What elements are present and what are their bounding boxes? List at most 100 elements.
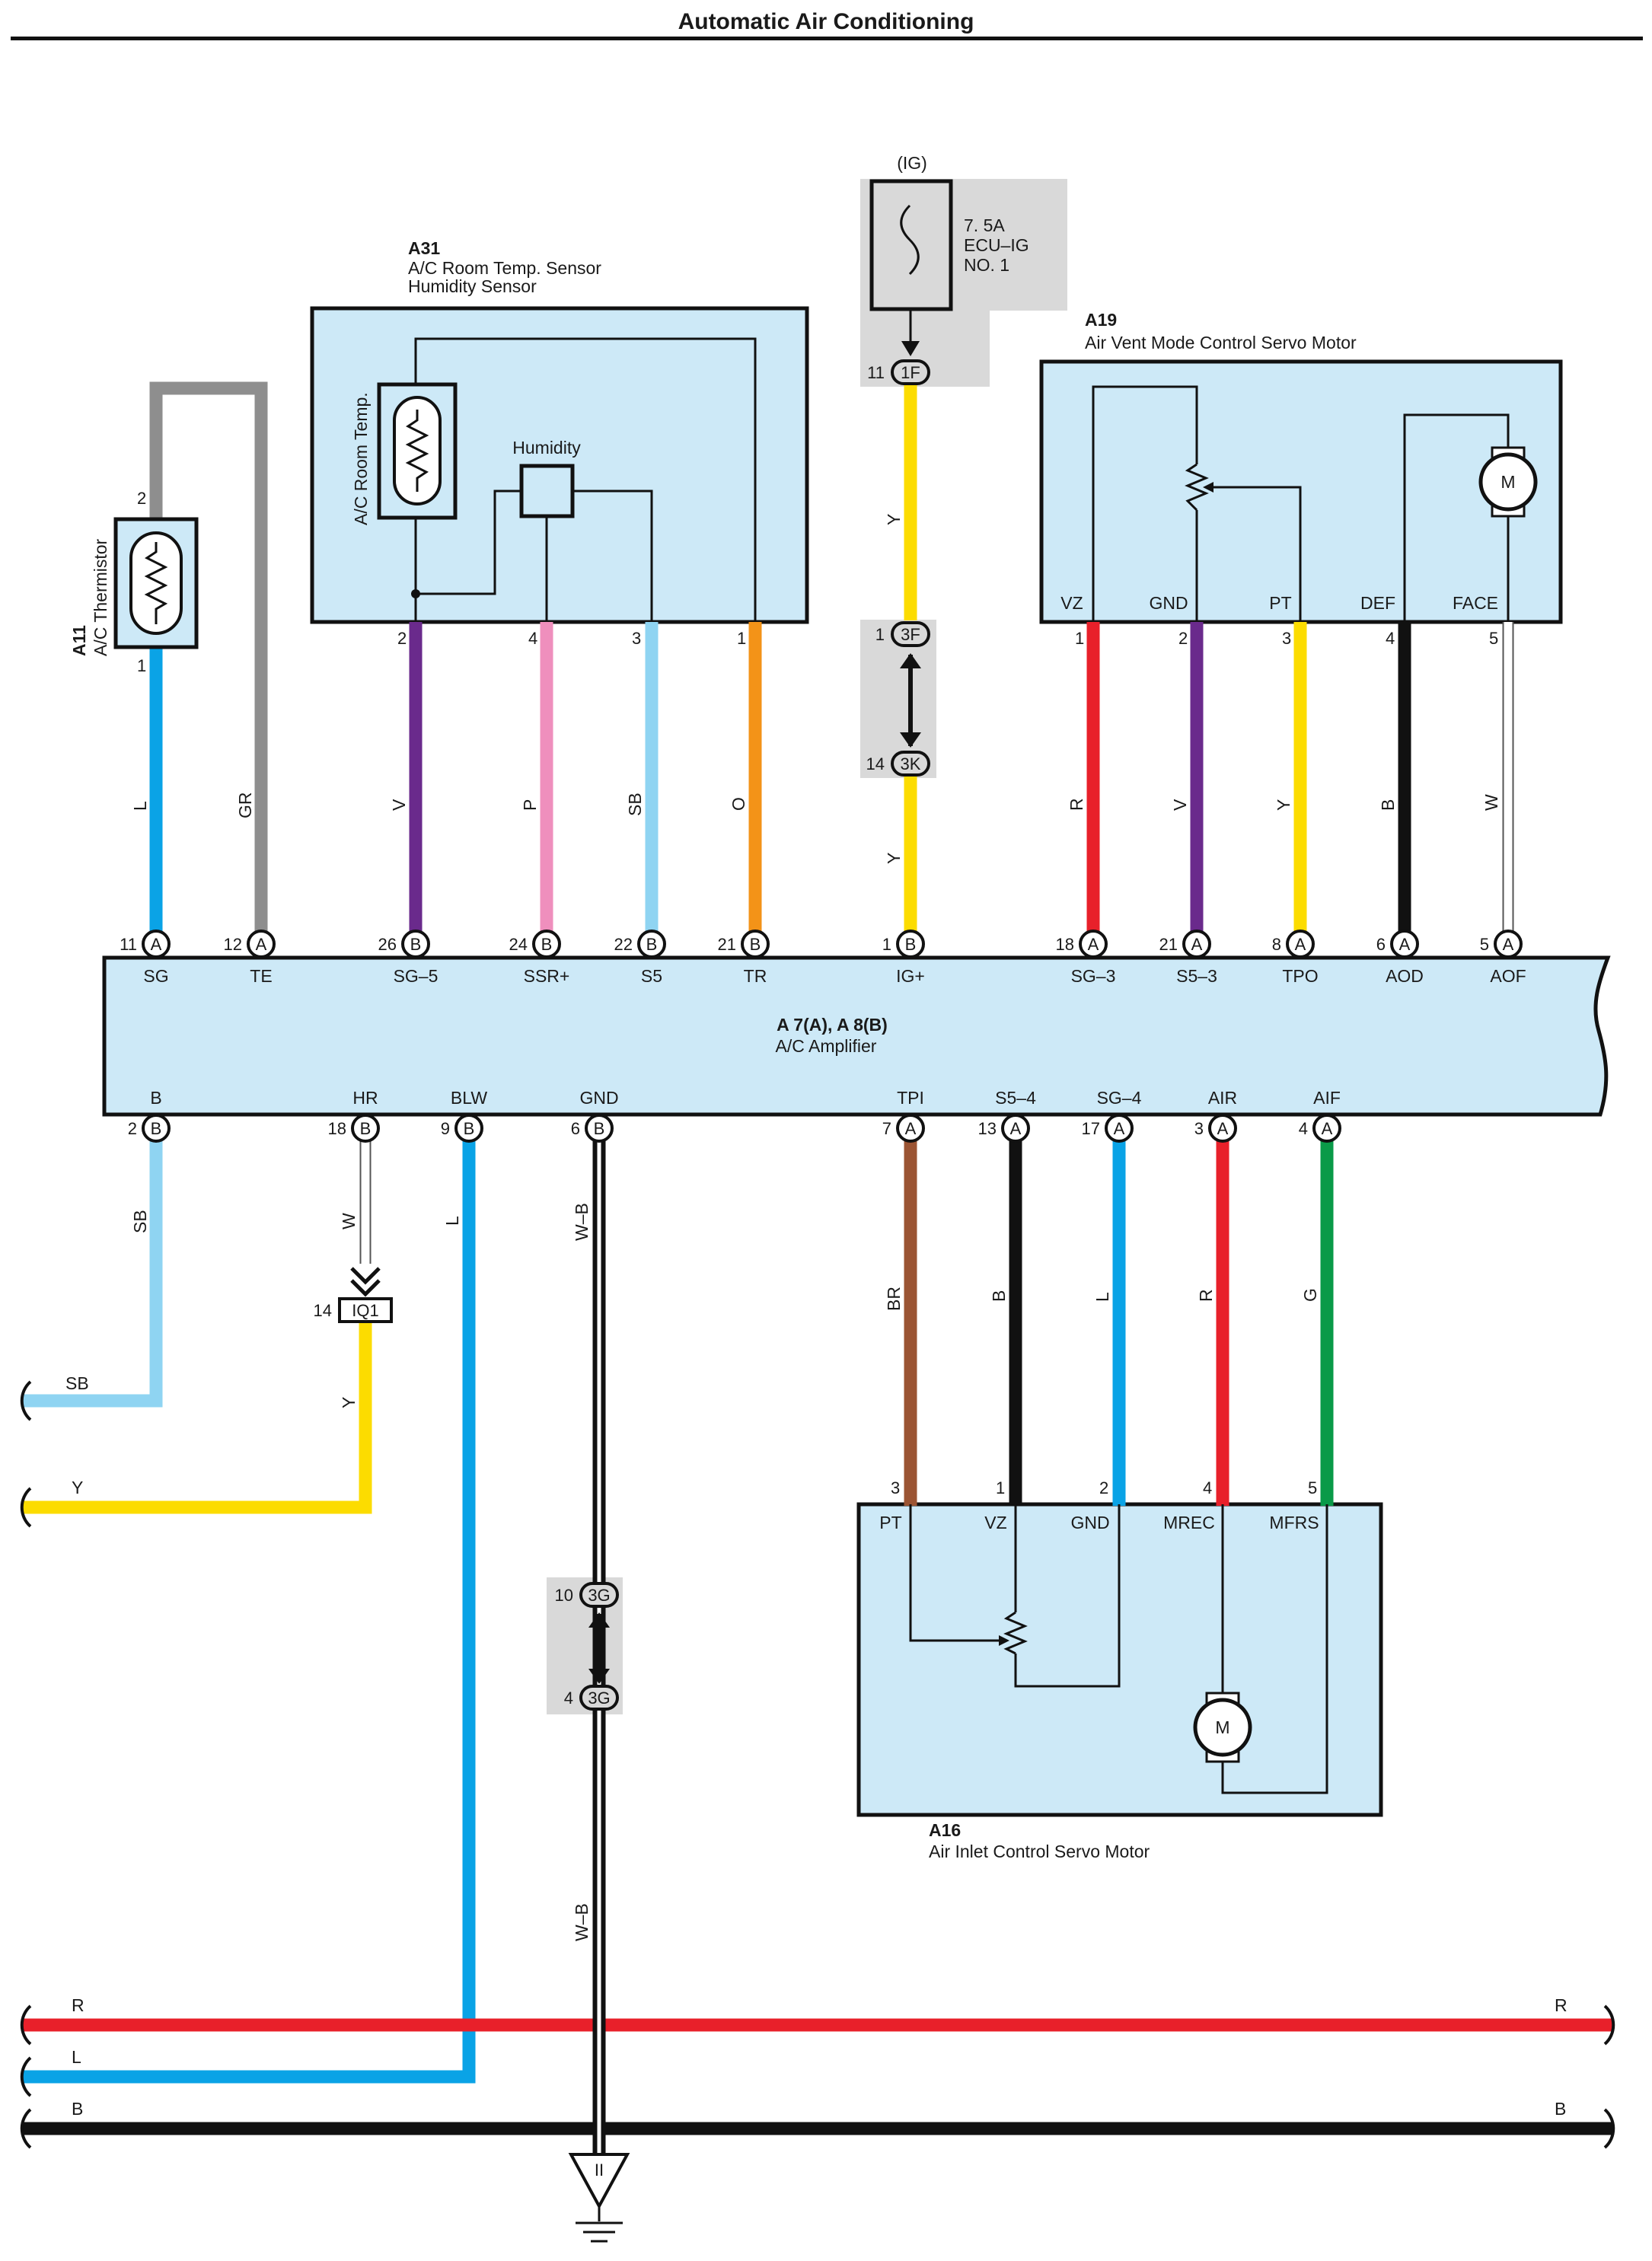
svg-text:3G: 3G [588,1689,610,1708]
svg-text:G: G [1300,1288,1320,1302]
svg-text:V: V [1170,799,1190,811]
wire-gr [149,381,268,944]
svg-text:A: A [1088,935,1099,954]
svg-text:Y: Y [1274,799,1293,811]
svg-text:A: A [1503,935,1514,954]
svg-text:6: 6 [1376,935,1386,954]
svg-text:L: L [442,1216,462,1226]
svg-text:L: L [130,801,150,811]
svg-text:13: 13 [978,1119,997,1138]
amp-pin: B22 [614,930,666,958]
svg-text:BR: BR [884,1287,904,1311]
svg-text:B: B [72,2099,83,2119]
amp-terminal: TR [744,966,767,986]
svg-text:B: B [750,935,761,954]
svg-text:22: 22 [614,935,633,954]
svg-text:SB: SB [65,1373,89,1393]
svg-text:9: 9 [441,1119,450,1138]
amp-pin: A11 [120,930,171,958]
connector-3g-bottom: 3G 4 [564,1685,619,1711]
svg-text:GR: GR [235,792,255,819]
a11-pin-1: 1 [137,656,146,675]
svg-text:A: A [905,1119,917,1138]
amp-pin: A 18 [1056,930,1108,958]
amp-pin: A12 [224,930,276,958]
svg-text:B: B [410,935,422,954]
title-rule [11,37,1643,40]
svg-text:6: 6 [571,1119,580,1138]
amp-terminal: B [150,1088,161,1108]
a31-room-temp-element [377,382,458,520]
connector-3f: 3F 1 [875,621,930,647]
svg-text:R: R [1067,798,1086,811]
svg-text:B: B [541,935,553,954]
fuse-name-label: ECU–IG [964,235,1029,255]
a19-pin: 4 [1386,629,1395,648]
svg-text:4: 4 [564,1689,573,1708]
a19-pin: 3 [1282,629,1291,648]
amp-pin: A5 [1480,930,1523,958]
svg-text:B: B [151,1119,162,1138]
svg-text:18: 18 [1056,935,1074,954]
svg-text:W: W [1481,794,1501,811]
a16-terminal: MREC [1163,1513,1215,1532]
a19-motor-symbol: M [1501,472,1515,492]
a31-room-temp-label: A/C Room Temp. [351,392,371,525]
amp-terminal: BLW [451,1088,487,1108]
a19-terminal: PT [1269,593,1291,613]
svg-text:R: R [1196,1289,1216,1302]
fuse-number-label: NO. 1 [964,255,1009,275]
amp-terminal: AOD [1386,966,1424,986]
amp-pin: A4 [1299,1114,1341,1143]
a31-pin: 3 [632,629,641,648]
svg-text:B: B [1555,2099,1566,2119]
svg-text:24: 24 [509,935,528,954]
svg-text:3: 3 [1194,1119,1204,1138]
amp-terminal: S5 [641,966,662,986]
svg-text:2: 2 [128,1119,137,1138]
amp-terminal: SG–5 [394,966,439,986]
a16-name-label: Air Inlet Control Servo Motor [929,1842,1150,1861]
a16-motor-symbol: M [1215,1717,1229,1737]
svg-text:B: B [905,935,917,954]
svg-text:A: A [1322,1119,1333,1138]
a31-name-label-1: A/C Room Temp. Sensor [408,258,601,278]
svg-text:1: 1 [882,935,891,954]
svg-text:18: 18 [328,1119,346,1138]
svg-text:B: B [989,1290,1009,1302]
svg-text:R: R [1555,1995,1567,2015]
connector-iq1: IQ1 14 [314,1267,393,1323]
page-title: Automatic Air Conditioning [678,9,974,34]
a19-internal-wiring [1092,385,1510,622]
svg-text:L: L [1092,1292,1112,1302]
amp-bottom-terminals: B HR BLW GND TPI S5–4 SG–4 AIR AIF [150,1088,1341,1108]
break-marks [20,1380,1615,2149]
a16-terminal: VZ [984,1513,1006,1532]
svg-text:R: R [72,1995,85,2015]
a31-internal-wiring [411,337,757,622]
connector-3f-3k-link [900,653,921,748]
a31-pin: 4 [528,629,537,648]
svg-text:A: A [256,935,267,954]
svg-text:11: 11 [120,935,137,954]
svg-text:B: B [360,1119,372,1138]
wire-sb-b [23,1128,163,1408]
svg-text:14: 14 [866,754,885,773]
amp-bottom-pins: B2 B18 B9 B6 A7 A13 A17 A3 A4 [128,1114,1341,1143]
fuse-rating-label: 7. 5A [964,215,1005,235]
a11-thermistor [113,517,199,649]
wire-labels-top: L GR V P SB O Y Y R V Y B W [130,514,1501,864]
connector-1f: 1F 11 [867,309,930,385]
a19-terminal: VZ [1060,593,1083,613]
amp-terminal: TPO [1282,966,1318,986]
a19-pin: 5 [1489,629,1498,648]
svg-text:21: 21 [1159,935,1178,954]
fuse-source-label: (IG) [897,153,927,173]
amp-pin: A6 [1376,930,1419,958]
svg-text:3F: 3F [901,625,920,644]
svg-text:W–B: W–B [572,1203,592,1241]
a11-code-label: A11 [69,625,89,656]
a19-name-label: Air Vent Mode Control Servo Motor [1085,333,1357,352]
connector-3g-link [588,1612,610,1684]
svg-text:26: 26 [378,935,397,954]
